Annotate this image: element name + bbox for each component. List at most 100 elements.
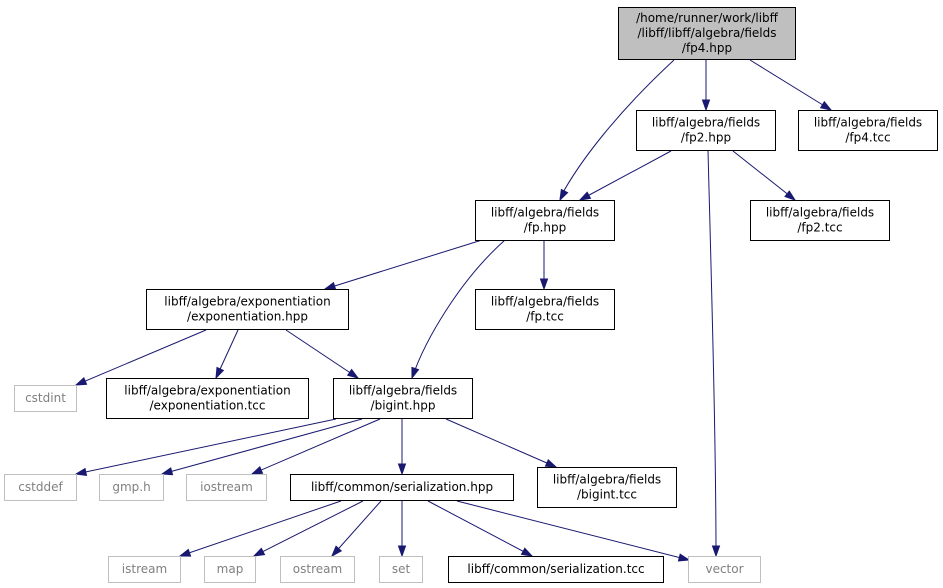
node-fp4-hpp[interactable]: /home/runner/work/libff/libff/libff/alge… <box>618 7 796 60</box>
node-box <box>798 110 938 151</box>
node-fp2-tcc[interactable]: libff/algebra/fields/fp2.tcc <box>750 200 890 241</box>
node-box <box>475 200 615 241</box>
node-label-line: /fp4.tcc <box>845 131 890 145</box>
node-label-line: /fp4.hpp <box>682 41 732 55</box>
node-label-line: libff/algebra/fields <box>349 384 457 398</box>
edge-line <box>331 500 382 557</box>
edge-fp2-hpp-to-fp2-tcc <box>732 150 797 201</box>
node-label-line: /fp2.hpp <box>681 131 731 145</box>
node-label-line: /bigint.tcc <box>577 488 637 502</box>
edge-bigint-hpp-to-cstddef <box>74 418 337 476</box>
edge-line <box>579 150 672 201</box>
node-label-line: /exponentiation.tcc <box>150 399 266 413</box>
node-label-line: iostream <box>200 480 253 494</box>
edge-line <box>75 329 207 386</box>
node-box <box>333 378 473 419</box>
edge-fp-hpp-to-exp-hpp <box>323 239 483 290</box>
node-istream: istream <box>108 556 181 583</box>
node-label-line: /fp.hpp <box>524 221 567 235</box>
edge-arrowhead <box>544 458 558 468</box>
node-map: map <box>204 556 256 583</box>
node-box <box>14 385 77 412</box>
edge-fp4-hpp-to-fp2-hpp <box>701 60 711 112</box>
edge-line <box>749 59 832 111</box>
nodes-layer: /home/runner/work/libff/libff/libff/alge… <box>4 7 938 583</box>
node-label-line: /bigint.hpp <box>371 399 436 413</box>
edge-line <box>559 59 675 199</box>
edge-ser-hpp-to-set <box>397 501 407 558</box>
node-box <box>537 467 677 508</box>
node-box <box>290 474 514 501</box>
edge-bigint-hpp-to-gmp-h <box>160 418 363 476</box>
node-ser-hpp[interactable]: libff/common/serialization.hpp <box>290 474 514 501</box>
edge-bigint-hpp-to-bigint-tcc <box>445 418 558 468</box>
node-ostream: ostream <box>280 556 355 583</box>
edge-bigint-hpp-to-ser-hpp <box>397 419 407 476</box>
edge-arrowhead <box>578 191 592 201</box>
edge-line <box>75 418 337 475</box>
edge-arrowhead <box>74 377 88 386</box>
edge-fp2-hpp-to-fp-hpp <box>578 150 672 201</box>
node-vector: vector <box>688 556 761 583</box>
edge-arrowhead <box>330 545 343 558</box>
node-label-line: /fp2.tcc <box>797 221 842 235</box>
node-box <box>448 556 664 583</box>
edge-arrowhead <box>539 278 549 291</box>
edge-line <box>324 239 483 290</box>
node-box <box>280 556 355 583</box>
node-label-line: libff/algebra/exponentiation <box>164 295 330 309</box>
edge-ser-hpp-to-map <box>252 500 364 557</box>
edge-line <box>427 500 533 557</box>
edge-line <box>251 418 381 475</box>
node-label-line: cstddef <box>18 480 63 494</box>
node-label-line: /home/runner/work/libff <box>636 11 779 25</box>
node-label-line: libff/algebra/fields <box>491 206 599 220</box>
edge-exp-hpp-to-exp-tcc <box>215 329 239 380</box>
node-label-line: libff/algebra/fields <box>652 116 760 130</box>
edge-fp4-hpp-to-fp4-tcc <box>749 59 833 111</box>
node-label-line: gmp.h <box>112 480 150 494</box>
edge-arrowhead <box>250 465 264 475</box>
node-fp2-hpp[interactable]: libff/algebra/fields/fp2.hpp <box>636 110 776 151</box>
node-exp-hpp[interactable]: libff/algebra/exponentiation/exponentiat… <box>146 289 349 330</box>
edge-arrowhead <box>711 545 721 558</box>
node-box <box>146 289 349 330</box>
edge-arrowhead <box>411 366 420 380</box>
node-fp4-tcc[interactable]: libff/algebra/fields/fp4.tcc <box>798 110 938 151</box>
edge-arrowhead <box>252 547 266 557</box>
edge-line <box>285 329 359 379</box>
node-box <box>99 474 164 501</box>
edge-line <box>445 418 557 468</box>
node-gmp-h: gmp.h <box>99 474 164 501</box>
node-box <box>186 474 267 501</box>
edge-line <box>411 239 506 379</box>
edge-fp2-hpp-to-vector <box>707 150 721 558</box>
node-label-line: libff/algebra/fields <box>814 116 922 130</box>
edge-arrowhead <box>74 467 88 476</box>
node-fp-hpp[interactable]: libff/algebra/fields/fp.hpp <box>475 200 615 241</box>
node-label-line: set <box>392 562 411 576</box>
node-box <box>618 7 796 60</box>
edge-arrowhead <box>559 188 569 202</box>
edge-ser-hpp-to-ostream <box>330 500 382 558</box>
edge-arrowhead <box>346 368 360 379</box>
node-box <box>636 110 776 151</box>
node-label-line: libff/algebra/fields <box>766 206 874 220</box>
edge-ser-hpp-to-ser-tcc <box>427 500 534 557</box>
edge-fp-hpp-to-fp-tcc <box>539 240 549 291</box>
node-label-line: /fp.tcc <box>526 310 564 324</box>
node-box <box>688 556 761 583</box>
node-fp-tcc[interactable]: libff/algebra/fields/fp.tcc <box>475 289 615 330</box>
node-box <box>108 556 181 583</box>
node-box <box>106 378 309 419</box>
node-label-line: /libff/libff/algebra/fields <box>637 26 776 40</box>
node-exp-tcc[interactable]: libff/algebra/exponentiation/exponentiat… <box>106 378 309 419</box>
node-ser-tcc[interactable]: libff/common/serialization.tcc <box>448 556 664 583</box>
node-bigint-tcc[interactable]: libff/algebra/fields/bigint.tcc <box>537 467 677 508</box>
edge-fp-hpp-to-bigint-hpp <box>411 239 506 380</box>
node-bigint-hpp[interactable]: libff/algebra/fields/bigint.hpp <box>333 378 473 419</box>
node-box <box>4 474 77 501</box>
edge-bigint-hpp-to-iostream <box>250 418 381 475</box>
node-label-line: libff/common/serialization.hpp <box>311 480 493 494</box>
node-box <box>475 289 615 330</box>
